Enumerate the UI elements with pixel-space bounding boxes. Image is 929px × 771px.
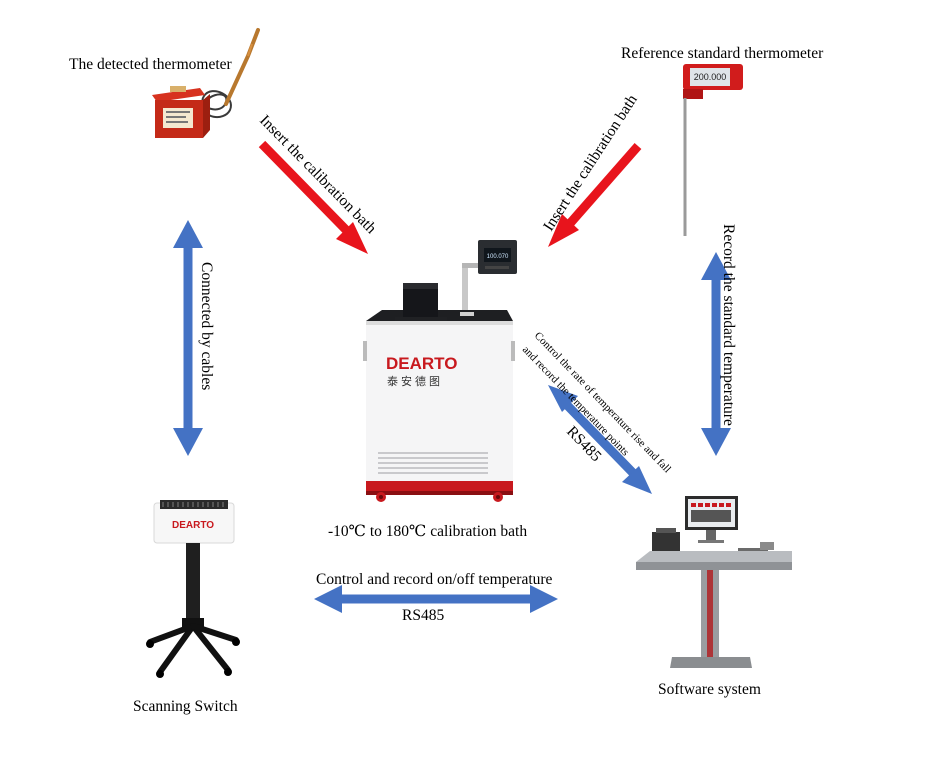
detected-thermometer-image (152, 28, 260, 138)
record-standard-label: Record the standard temperature (720, 224, 737, 426)
reference-thermometer-image: 200.000 (683, 64, 743, 236)
record-standard-arrow (701, 252, 731, 456)
control-onoff-label: Control and record on/off temperature (316, 571, 553, 588)
calibration-bath-image: 100.070 DEARTO 泰安德图 (363, 240, 517, 502)
scanning-switch-image: DEARTO (146, 500, 240, 678)
insert-arrow-right (548, 143, 642, 247)
software-system-label: Software system (658, 681, 761, 698)
software-system-image (636, 496, 792, 668)
scanning-switch-label: Scanning Switch (133, 698, 238, 715)
switch-brand-logo: DEARTO (172, 520, 214, 531)
bath-brand-cn: 泰安德图 (387, 374, 443, 388)
calibration-bath-label: -10℃ to 180℃ calibration bath (328, 523, 527, 540)
detected-thermometer-label: The detected thermometer (69, 56, 233, 73)
insert-label-left: Insert the calibration bath (256, 112, 380, 237)
cables-label: Connected by cables (198, 262, 215, 390)
bath-display-value: 100.070 (487, 254, 509, 260)
rs485-horizontal-arrow (314, 585, 558, 613)
bath-brand-logo: DEARTO (386, 354, 457, 373)
reference-display-value: 200.000 (694, 72, 727, 82)
cables-arrow (173, 220, 203, 456)
rs485-bottom-label: RS485 (402, 607, 444, 624)
insert-arrow-left (258, 140, 368, 254)
reference-thermometer-label: Reference standard thermometer (621, 45, 824, 62)
rs485-diagonal-arrow (548, 385, 652, 494)
